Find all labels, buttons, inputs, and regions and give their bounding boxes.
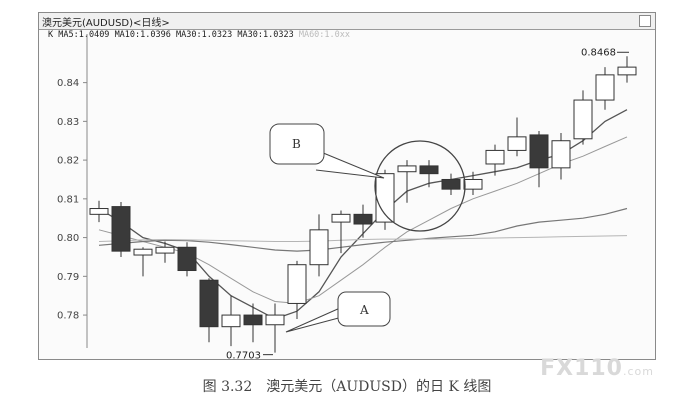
callout-b-pointer <box>315 149 385 179</box>
candle-bull <box>397 165 417 173</box>
candle-bear <box>199 279 219 328</box>
candle-bull <box>617 66 637 76</box>
candle-bull <box>551 140 571 169</box>
callout-a-label: A <box>359 303 369 317</box>
legend-ma10: MA10:1.0396 <box>114 30 171 40</box>
window-title: 澳元美元(AUDUSD)<日线> <box>42 18 170 29</box>
y-tick-label: 0.80 <box>57 233 79 244</box>
legend-prefix: K <box>48 30 54 40</box>
candle-bull <box>507 136 527 151</box>
ma-line-ma60 <box>98 235 628 242</box>
candle-bull <box>573 99 593 140</box>
candle-bear <box>111 206 131 252</box>
callout-b-label: B <box>292 137 301 151</box>
candle-bull <box>89 208 109 215</box>
callout-b-box <box>269 123 325 165</box>
legend-ma30b: MA30:1.0323 <box>237 30 294 40</box>
candle-bear <box>441 178 461 190</box>
highlight-circle <box>374 140 466 232</box>
ma-legend: K MA5:1.0409 MA10:1.0396 MA30:1.0323 MA3… <box>48 30 350 40</box>
y-tick-label: 0.83 <box>57 117 79 128</box>
callout-a-box <box>337 291 391 327</box>
legend-faint: MA60:1.0xx <box>298 30 351 40</box>
candle-bull <box>485 149 505 165</box>
candle-bear <box>419 165 439 175</box>
candle-bear <box>243 314 263 326</box>
low-price-label: 0.7703 <box>226 351 261 362</box>
candle-bull <box>155 246 175 254</box>
candle-bull <box>221 314 241 328</box>
candle-bull <box>133 248 153 256</box>
title-bar: 澳元美元(AUDUSD)<日线> <box>39 13 655 30</box>
candle-bull <box>595 74 615 101</box>
legend-ma30a: MA30:1.0323 <box>175 30 233 40</box>
y-tick-label: 0.79 <box>57 272 79 283</box>
candle-bull <box>265 314 285 326</box>
ma-line-ma30 <box>98 207 628 252</box>
candle-bear <box>529 134 549 169</box>
y-tick-label: 0.84 <box>57 78 79 89</box>
y-tick-label: 0.78 <box>57 311 79 322</box>
candle-bull <box>309 229 329 266</box>
candle-bull <box>463 178 483 190</box>
y-tick-label: 0.82 <box>57 156 79 167</box>
figure-caption: 图 3.32 澳元美元（AUDUSD）的日 K 线图 <box>202 379 492 395</box>
candle-bull <box>331 213 351 223</box>
candle-bear <box>353 213 373 225</box>
window-control-button[interactable] <box>639 15 651 27</box>
candle-bull <box>287 264 307 304</box>
y-tick-label: 0.81 <box>57 194 79 205</box>
candle-bear <box>177 246 197 272</box>
high-price-label: 0.8468 <box>581 47 616 58</box>
watermark-suffix: .com <box>623 365 654 378</box>
legend-ma5: MA5:1.0409 <box>58 30 110 40</box>
watermark: FX110.com <box>540 356 654 381</box>
watermark-main: FX110 <box>540 356 623 381</box>
